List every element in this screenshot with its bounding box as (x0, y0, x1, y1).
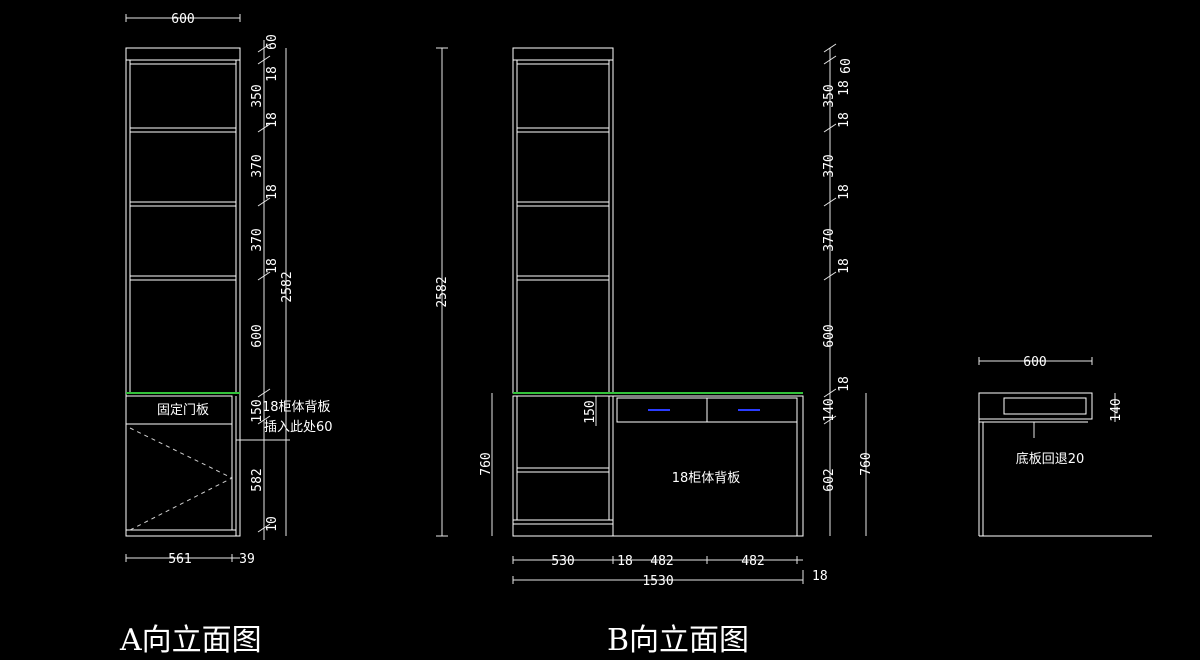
b-end-dim: 18 (812, 569, 828, 584)
svg-text:18: 18 (265, 258, 280, 274)
svg-text:10: 10 (265, 516, 280, 532)
svg-text:60: 60 (265, 34, 280, 50)
a-note-line2: 插入此处60 (264, 420, 333, 435)
c-note: 底板回退20 (1016, 451, 1085, 467)
a-bottom-dim-1: 561 (168, 552, 191, 567)
b-title: B向立面图 (607, 623, 749, 658)
svg-text:18: 18 (837, 112, 852, 128)
a-width-top: 600 (171, 12, 194, 27)
svg-text:370: 370 (250, 154, 265, 177)
c-drawer-section (978, 392, 1093, 420)
b-inner-dim: 150 (583, 400, 598, 423)
a-tick-marks (257, 43, 271, 533)
svg-text:350: 350 (822, 84, 837, 107)
a-bottom-dim-2: 39 (239, 552, 255, 567)
svg-text:18: 18 (837, 80, 852, 96)
view-b: 2582 760 18柜体背板 15 (435, 43, 874, 658)
svg-text:18: 18 (265, 184, 280, 200)
view-c: 600 底板回退20 140 (978, 355, 1152, 537)
svg-text:602: 602 (822, 468, 837, 491)
a-door-label: 固定门板 (157, 403, 209, 418)
c-width-top: 600 (1023, 355, 1046, 370)
a-cabinet-outline (125, 47, 241, 537)
svg-text:140: 140 (822, 398, 837, 421)
b-back-panel-label: 18柜体背板 (672, 471, 741, 486)
svg-text:350: 350 (250, 84, 265, 107)
b-tick-marks (823, 43, 837, 425)
b-bottom-dim-3: 482 (650, 554, 673, 569)
b-base-height-right: 760 (859, 452, 874, 475)
svg-text:18: 18 (265, 112, 280, 128)
a-note-line1: 18柜体背板 (262, 400, 331, 415)
a-overall-height: 2582 (280, 271, 295, 302)
b-bottom-dim-1: 530 (551, 554, 574, 569)
svg-text:18: 18 (265, 66, 280, 82)
svg-text:18: 18 (837, 184, 852, 200)
b-base-height-left: 760 (479, 452, 494, 475)
svg-text:60: 60 (839, 58, 854, 74)
c-height-dim: 140 (1109, 398, 1124, 421)
b-base-cabinet (512, 395, 804, 537)
svg-text:370: 370 (250, 228, 265, 251)
a-door-swing (129, 427, 234, 531)
svg-text:370: 370 (822, 228, 837, 251)
b-bottom-dim-4: 482 (741, 554, 764, 569)
svg-text:600: 600 (822, 324, 837, 347)
a-right-dims: 60 18 350 18 370 18 370 18 600 150 582 1… (250, 34, 295, 532)
svg-text:18: 18 (837, 376, 852, 392)
a-title: A向立面图 (119, 623, 262, 658)
svg-text:600: 600 (250, 324, 265, 347)
view-a: 600 固定门板 18柜体背板 插入此处60 (119, 12, 333, 658)
b-overall-width: 1530 (642, 574, 673, 589)
b-tall-unit (512, 47, 614, 394)
b-bottom-dim-2: 18 (617, 554, 633, 569)
b-right-dims: 60 18 350 18 370 18 370 18 600 18 140 60… (822, 58, 854, 492)
svg-text:582: 582 (250, 468, 265, 491)
b-left-height: 2582 (435, 276, 450, 307)
svg-text:18: 18 (837, 258, 852, 274)
svg-text:370: 370 (822, 154, 837, 177)
svg-text:150: 150 (250, 399, 265, 422)
